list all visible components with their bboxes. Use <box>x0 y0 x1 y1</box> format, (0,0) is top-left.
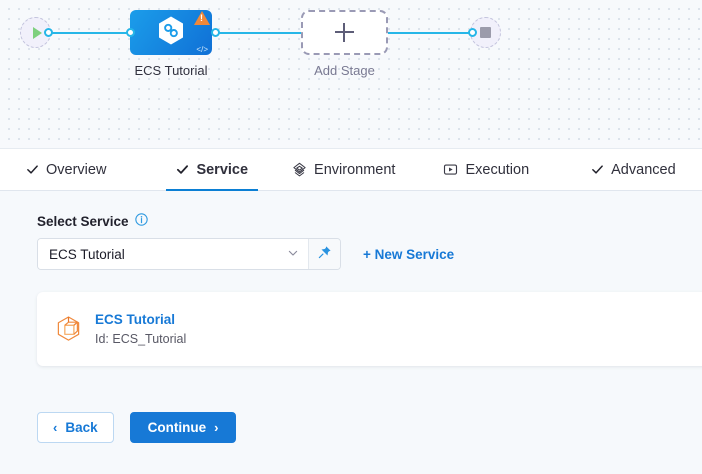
stage-config-tabs: Overview Service Environment <box>0 148 702 192</box>
stage-node-ecs-tutorial[interactable]: </> <box>130 10 212 55</box>
back-button[interactable]: ‹ Back <box>37 412 114 443</box>
tab-service[interactable]: Service <box>166 148 258 192</box>
connector-port-start[interactable] <box>44 28 53 37</box>
tab-advanced-label: Advanced <box>611 161 676 178</box>
service-select-value: ECS Tutorial <box>49 246 125 262</box>
tab-environment-label: Environment <box>314 161 396 178</box>
play-icon <box>32 26 42 39</box>
wizard-footer-buttons: ‹ Back Continue › <box>37 412 702 443</box>
check-icon <box>176 163 189 176</box>
chevron-left-icon: ‹ <box>53 420 58 435</box>
plus-icon <box>335 23 354 42</box>
continue-button[interactable]: Continue › <box>129 412 237 443</box>
add-stage-button[interactable] <box>301 10 388 55</box>
connector-port-stage-left[interactable] <box>126 28 135 37</box>
select-service-label-text: Select Service <box>37 213 129 229</box>
service-select[interactable]: ECS Tutorial <box>38 239 308 269</box>
selected-service-card[interactable]: ECS Tutorial Id: ECS_Tutorial <box>37 292 702 366</box>
pin-service-button[interactable] <box>308 239 340 269</box>
service-card-name[interactable]: ECS Tutorial <box>95 312 176 328</box>
new-service-link[interactable]: + New Service <box>363 246 455 262</box>
layers-icon <box>292 162 307 177</box>
connector-port-end[interactable] <box>468 28 477 37</box>
service-select-group: ECS Tutorial <box>37 238 341 270</box>
connector-addstage-to-end <box>388 32 472 34</box>
pin-icon <box>318 245 332 264</box>
chevron-right-icon: › <box>214 420 219 435</box>
tab-service-label: Service <box>196 161 249 178</box>
connector-stage-to-addstage <box>215 32 301 34</box>
info-icon[interactable] <box>134 213 148 229</box>
add-stage-label: Add Stage <box>314 63 375 78</box>
code-brackets-icon: </> <box>196 45 208 54</box>
tab-overview-label: Overview <box>46 161 107 178</box>
select-service-label: Select Service <box>37 213 702 229</box>
tab-execution-label: Execution <box>465 161 530 178</box>
check-icon <box>26 163 39 176</box>
tab-environment[interactable]: Environment <box>282 148 405 191</box>
continue-button-label: Continue <box>147 420 207 435</box>
service-card-text: ECS Tutorial Id: ECS_Tutorial <box>95 310 186 348</box>
service-config-panel: Select Service ECS Tutorial <box>0 191 702 474</box>
stage-node-label: ECS Tutorial <box>134 63 208 78</box>
harness-hexagon-icon <box>157 15 185 50</box>
tab-advanced[interactable]: Advanced <box>581 148 686 191</box>
service-card-id: Id: ECS_Tutorial <box>95 331 187 346</box>
cube-hexagon-icon <box>55 315 82 344</box>
connector-start-to-stage <box>48 32 130 34</box>
connector-port-stage-right[interactable] <box>211 28 220 37</box>
stop-square-icon <box>480 27 491 38</box>
check-icon <box>591 163 604 176</box>
tab-overview[interactable]: Overview <box>16 148 116 191</box>
play-box-icon <box>443 162 458 177</box>
pipeline-canvas[interactable]: </> ECS Tutorial Add Stage <box>0 0 702 148</box>
tab-execution[interactable]: Execution <box>433 148 539 191</box>
chevron-down-icon <box>287 247 299 262</box>
back-button-label: Back <box>65 420 98 435</box>
service-selector-row: ECS Tutorial + New Se <box>37 238 702 270</box>
warning-triangle-icon <box>194 11 210 25</box>
